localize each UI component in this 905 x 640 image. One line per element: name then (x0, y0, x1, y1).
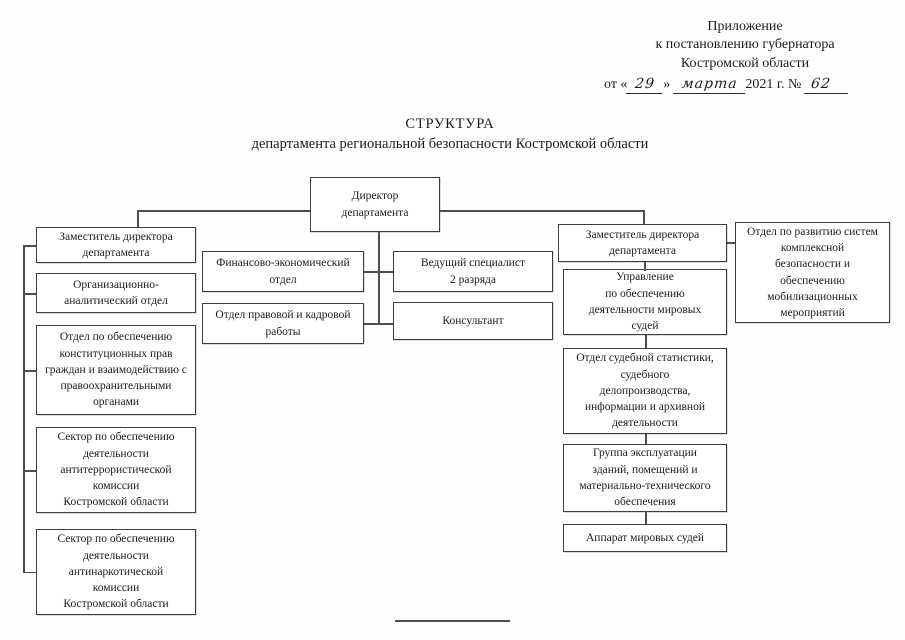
node-director: Директор департамента (310, 177, 440, 232)
handwritten-month: марта (672, 75, 747, 95)
title-line-2: департамента региональной безопасности К… (251, 136, 649, 152)
stub-constitutional-rights (23, 370, 36, 372)
document-title: СТРУКТУРА департамента региональной безо… (120, 116, 780, 153)
annex-header: Приложение к постановлению губернатора К… (590, 18, 900, 95)
node-complex-security-dept: Отдел по развитию систем комплексной без… (735, 222, 890, 323)
connector-legal-consultant (364, 323, 393, 325)
connector-director-right-v (643, 210, 645, 224)
node-legal-hr-dept: Отдел правовой и кадровой работы (202, 303, 364, 344)
node-justices-support-directorate: Управление по обеспечению деятельности м… (563, 269, 727, 335)
stub-antinarcotics (23, 571, 36, 573)
node-antinarcotics-sector: Сектор по обеспечению деятельности антин… (36, 529, 196, 615)
title-line-1: СТРУКТУРА (405, 116, 495, 132)
node-leading-specialist: Ведущий специалист 2 разряда (393, 251, 553, 292)
connector-director-left-v (137, 210, 139, 227)
connector-deputy-razvitie (727, 242, 735, 244)
node-justices-staff: Аппарат мировых судей (563, 524, 727, 552)
node-constitutional-rights-dept: Отдел по обеспечению конституционных пра… (36, 325, 196, 415)
connector-sudstat-gruppa (645, 434, 647, 444)
node-org-analytical-dept: Организационно- аналитический отдел (36, 273, 196, 313)
connector-left-spine (23, 245, 25, 573)
connector-fin-leadspec (364, 271, 393, 273)
footer-rule (395, 620, 510, 622)
node-buildings-maintenance-group: Группа эксплуатации зданий, помещений и … (563, 444, 727, 512)
annex-line-3: Костромской области (680, 55, 810, 71)
node-financial-economic-dept: Финансово-экономический отдел (202, 251, 364, 292)
annex-line-2: к постановлению губернатора (655, 37, 835, 53)
handwritten-day: 29 (626, 75, 665, 95)
connector-central-stem (378, 232, 380, 324)
node-judicial-statistics-dept: Отдел судебной статистики, судебного дел… (563, 348, 727, 434)
connector-gruppa-apparat (645, 512, 647, 524)
connector-deputy-upr (644, 262, 646, 271)
date-mid: 2021 г. № (745, 77, 805, 93)
connector-upr-sudstat (645, 335, 647, 348)
date-quote-close: » (663, 77, 671, 93)
node-consultant: Консультант (393, 302, 553, 340)
date-prefix: от « (604, 77, 628, 93)
node-antiterror-sector: Сектор по обеспечению деятельности антит… (36, 427, 196, 513)
stub-org-analytical (23, 293, 36, 295)
connector-director-left-h (137, 210, 310, 212)
stub-deputy-left (23, 245, 36, 247)
connector-director-right-h (440, 210, 643, 212)
stub-antiterror (23, 470, 36, 472)
node-deputy-director-left: Заместитель директора департамента (36, 227, 196, 263)
handwritten-number: 62 (803, 75, 850, 95)
annex-line-1: Приложение (707, 19, 783, 34)
node-deputy-director-right: Заместитель директора департамента (558, 224, 727, 262)
